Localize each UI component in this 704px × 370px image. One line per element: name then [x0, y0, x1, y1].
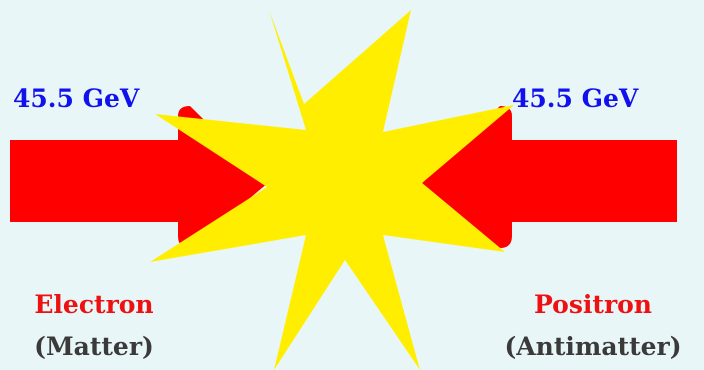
electron-kind-label: (Matter): [34, 332, 154, 361]
positron-energy-label: 45.5 GeV: [512, 84, 639, 113]
positron-kind-label: (Antimatter): [504, 332, 681, 361]
positron-beam-head: [422, 106, 512, 248]
positron-beam-shaft: [508, 140, 677, 222]
electron-energy-label: 45.5 GeV: [13, 84, 140, 113]
collision-starburst: [150, 10, 514, 370]
positron-name-label: Positron: [534, 290, 652, 319]
positron-beam: [422, 106, 677, 248]
electron-name-label: Electron: [34, 290, 153, 319]
electron-beam-shaft: [10, 140, 182, 222]
